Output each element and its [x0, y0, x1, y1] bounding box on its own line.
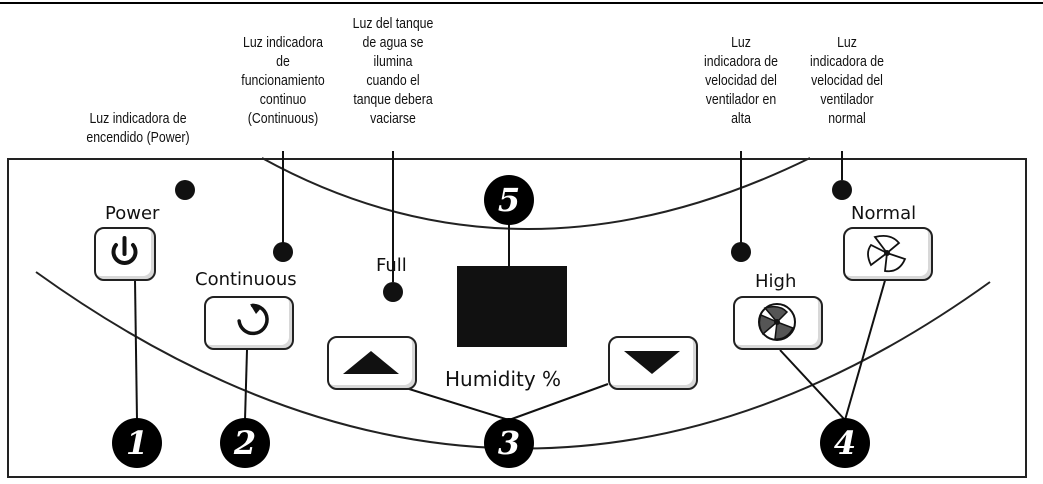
humidity-display: [457, 266, 567, 347]
callout-high-fan-light: Luz indicadora de velocidad del ventilad…: [704, 34, 778, 127]
callout-continuous-light: Luz indicadora de funcionamiento continu…: [241, 34, 325, 127]
humidity-up-button[interactable]: [327, 336, 417, 390]
top-rule: [0, 2, 1043, 4]
circular-arrow-icon: [237, 303, 269, 336]
control-panel: [7, 158, 1027, 478]
humidity-down-button[interactable]: [608, 336, 698, 390]
triangle-up-icon: [343, 351, 399, 374]
continuous-label: Continuous: [195, 269, 297, 290]
tank-full-indicator-light: [383, 282, 403, 302]
continuous-button[interactable]: [204, 296, 294, 350]
high-fan-button[interactable]: [733, 296, 823, 350]
badge-1: 1: [112, 418, 162, 468]
badge-3: 3: [484, 418, 534, 468]
normal-fan-button[interactable]: [843, 227, 933, 281]
callout-normal-fan-light: Luz indicadora de velocidad del ventilad…: [810, 34, 884, 127]
continuous-indicator-light: [273, 242, 293, 262]
power-icon: [111, 236, 138, 265]
fan-normal-icon: [867, 234, 907, 273]
power-indicator-light: [175, 180, 195, 200]
normal-fan-indicator-light: [832, 180, 852, 200]
top-arc: [261, 157, 811, 230]
callout-power-light: Luz indicadora de encendido (Power): [86, 110, 190, 146]
badge-4: 4: [820, 418, 870, 468]
high-label: High: [755, 271, 797, 292]
badge-5: 5: [484, 175, 534, 225]
full-label: Full: [376, 255, 407, 276]
power-button[interactable]: [94, 227, 156, 281]
badge-2: 2: [220, 418, 270, 468]
fan-high-icon: [758, 303, 796, 341]
callout-tank-light: Luz del tanque de agua se ilumina cuando…: [352, 15, 434, 127]
normal-label: Normal: [851, 203, 917, 224]
triangle-down-icon: [624, 351, 680, 374]
power-label: Power: [105, 203, 160, 224]
humidity-label: Humidity %: [445, 367, 562, 391]
high-fan-indicator-light: [731, 242, 751, 262]
